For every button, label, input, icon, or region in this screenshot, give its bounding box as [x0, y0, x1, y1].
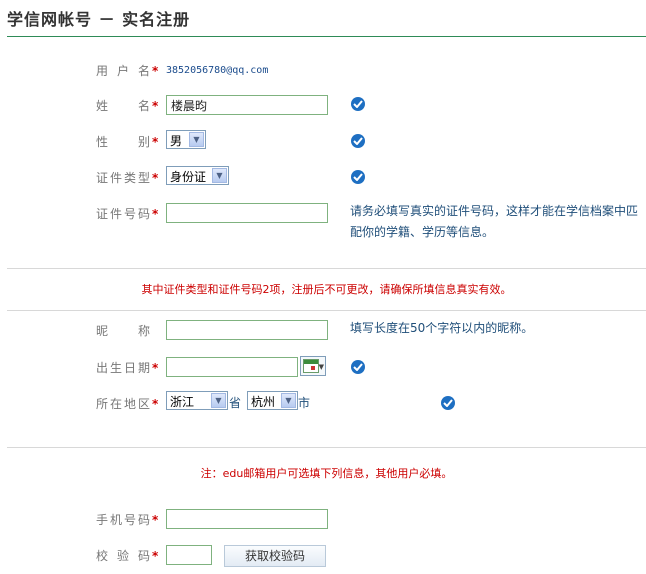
nickname-hint: 填写长度在50个字符以内的昵称。 [350, 321, 534, 335]
id-type-label: 证件类型 [96, 171, 150, 185]
id-number-hint-line1: 请务必填写真实的证件号码，这样才能在学信档案中匹 [350, 204, 639, 218]
calendar-dot [311, 366, 315, 370]
city-select[interactable]: 杭州 ▼ [247, 391, 298, 410]
name-check-icon [351, 97, 365, 111]
section-divider [7, 268, 646, 269]
verify-required-mark: * [152, 549, 159, 563]
verify-label: 校验码 [96, 549, 150, 563]
region-label: 所在地区 [96, 397, 150, 411]
username-value: 3852056780@qq.com [166, 65, 269, 76]
chevron-down-icon: ▼ [212, 168, 227, 183]
name-required-mark: * [152, 99, 159, 113]
calendar-top [304, 360, 318, 364]
gender-required-mark: * [152, 135, 159, 149]
calendar-body [303, 359, 319, 373]
get-verify-code-button[interactable]: 获取校验码 [224, 545, 326, 567]
region-required-mark: * [152, 397, 159, 411]
section-divider [7, 310, 646, 311]
province-select[interactable]: 浙江 ▼ [166, 391, 228, 410]
city-selected: 杭州 [251, 395, 276, 409]
id-type-select[interactable]: 身份证 ▼ [166, 166, 229, 185]
id-number-input[interactable] [166, 203, 328, 223]
id-notice: 其中证件类型和证件号码2项，注册后不可更改，请确保所填信息真实有效。 [141, 283, 512, 296]
title-rule [7, 36, 646, 37]
gender-select[interactable]: 男 ▼ [166, 130, 206, 149]
id-number-label: 证件号码 [96, 207, 150, 221]
id-number-required-mark: * [152, 207, 159, 221]
chevron-down-icon: ▼ [211, 393, 226, 408]
chevron-down-icon: ▼ [281, 393, 296, 408]
birthdate-check-icon [351, 360, 365, 374]
province-selected: 浙江 [170, 395, 195, 409]
edu-notice: 注：edu邮箱用户可选填下列信息，其他用户必填。 [200, 467, 453, 480]
page-title: 学信网帐号 － 实名注册 [7, 10, 191, 29]
gender-check-icon [351, 134, 365, 148]
nickname-label: 昵称 [96, 324, 150, 338]
username-required-mark: * [152, 64, 159, 78]
name-label: 姓名 [96, 99, 150, 113]
chevron-down-icon: ▼ [189, 132, 204, 147]
phone-input[interactable] [166, 509, 328, 529]
region-check-icon [441, 396, 455, 410]
phone-label: 手机号码 [96, 513, 150, 527]
calendar-icon[interactable]: ▼ [300, 356, 326, 376]
username-label: 用户名 [96, 64, 150, 78]
birthdate-input[interactable] [166, 357, 298, 377]
id-type-check-icon [351, 170, 365, 184]
chevron-down-icon: ▼ [318, 363, 324, 371]
phone-required-mark: * [152, 513, 159, 527]
verify-input[interactable] [166, 545, 212, 565]
id-number-hint-line2: 配你的学籍、学历等信息。 [350, 225, 495, 239]
nickname-input[interactable] [166, 320, 328, 340]
id-number-hint: 请务必填写真实的证件号码，这样才能在学信档案中匹 配你的学籍、学历等信息。 [350, 201, 638, 243]
id-type-required-mark: * [152, 171, 159, 185]
gender-label: 性别 [96, 135, 150, 149]
id-type-selected: 身份证 [170, 170, 207, 184]
city-unit: 市 [298, 396, 311, 410]
birthdate-label: 出生日期 [96, 361, 150, 375]
gender-selected: 男 [170, 134, 183, 148]
birthdate-required-mark: * [152, 361, 159, 375]
province-unit: 省 [229, 396, 242, 410]
name-input[interactable] [166, 95, 328, 115]
section-divider [7, 447, 646, 448]
